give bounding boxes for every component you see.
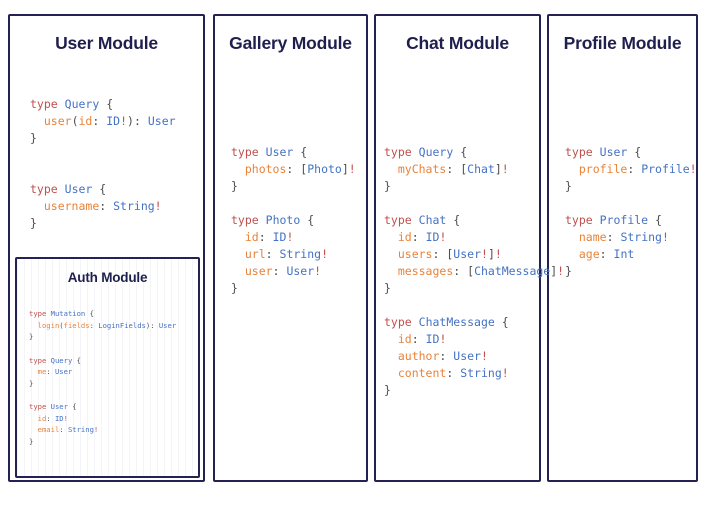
panel-title-user-module: User Module [55,33,158,53]
panel-profile-module[interactable]: Profile Module type User { profile: Prof… [547,14,698,482]
code-block-profile-module: type User { profile: Profile! } type Pro… [565,144,697,278]
panel-chat-module[interactable]: Chat Module type Query { myChats: [Chat]… [374,14,564,482]
panel-title-gallery-module: Gallery Module [229,33,352,53]
code-block-auth-module: type Mutation { login(fields: LoginField… [29,309,177,446]
panel-user-module[interactable]: User Module type Query { user(id: ID!): … [8,14,205,482]
code-block-user-module: type Query { user(id: ID!): User } type … [30,96,176,230]
panel-title-auth-module: Auth Module [67,270,148,285]
panel-gallery-module[interactable]: Gallery Module type User { photos: [Phot… [213,14,368,482]
panel-auth-module[interactable]: Auth Module type Mutation { login(fields… [15,257,200,478]
code-block-gallery-module: type User { photos: [Photo]! } type Phot… [231,144,356,295]
code-block-chat-module: type Query { myChats: [Chat]! } type Cha… [384,144,565,397]
panel-title-profile-module: Profile Module [563,33,682,53]
panel-title-chat-module: Chat Module [406,33,509,53]
